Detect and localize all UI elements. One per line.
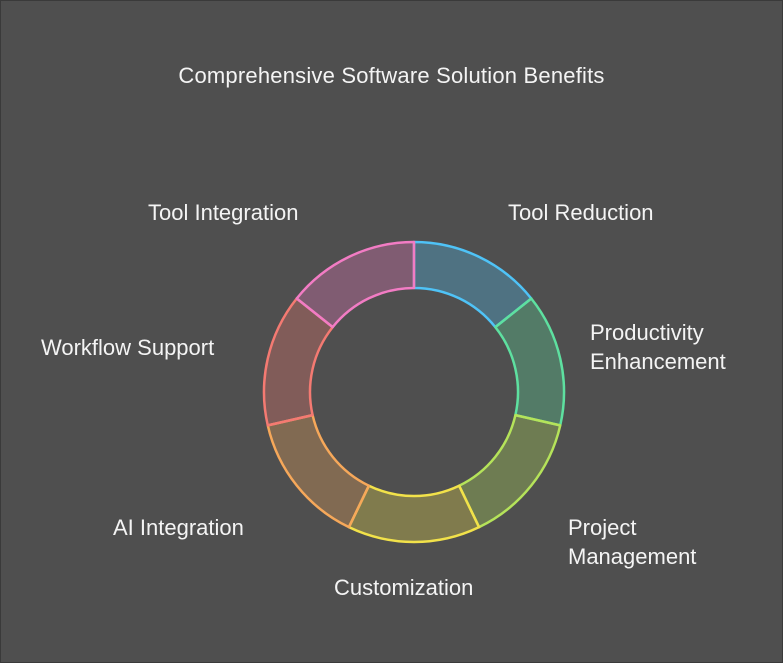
ring-segment-2 xyxy=(494,297,566,427)
label-project-management: Project Management xyxy=(568,515,697,569)
ring-segment-3 xyxy=(457,413,562,529)
label-workflow-support: Workflow Support xyxy=(41,335,215,360)
label-ai-integration: AI Integration xyxy=(113,515,244,540)
diagram-title: Comprehensive Software Solution Benefits xyxy=(178,63,605,88)
ring-segment-5 xyxy=(266,413,371,529)
label-tool-integration: Tool Integration xyxy=(148,200,299,225)
label-productivity-enhancement: Productivity Enhancement xyxy=(590,320,726,374)
ring-segment-7 xyxy=(295,240,416,329)
label-tool-reduction: Tool Reduction xyxy=(508,200,654,225)
ring-segment-4 xyxy=(347,484,481,544)
label-customization: Customization xyxy=(334,575,474,600)
